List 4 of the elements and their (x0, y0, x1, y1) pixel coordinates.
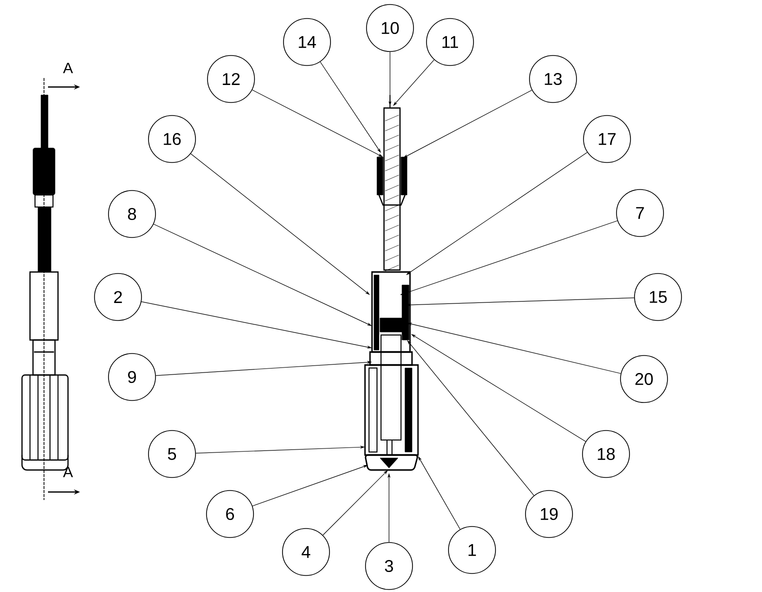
section-label: A (63, 466, 73, 478)
leader-line (393, 60, 434, 106)
section-label: A (63, 62, 73, 74)
leader-line (322, 470, 388, 536)
